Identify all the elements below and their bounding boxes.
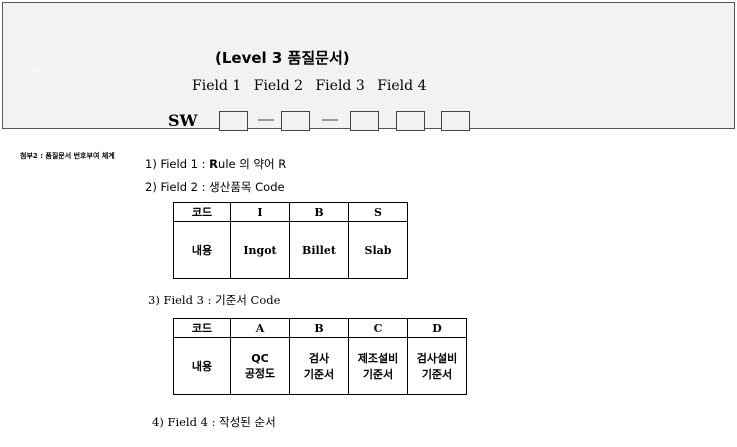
product-code-table: 코드 I B S 내용 Ingot Billet Slab xyxy=(173,202,408,279)
code-cell: S xyxy=(348,202,408,222)
row-label-cell: 내용 xyxy=(173,337,231,395)
content-cell: Slab xyxy=(348,221,408,279)
content-line-2: 기준서 xyxy=(303,368,335,381)
content-line-1: 제조설비 xyxy=(357,352,399,365)
content-line-1: 검사 xyxy=(308,352,330,365)
sw-prefix-label: SW xyxy=(168,111,198,130)
content-cell: Billet xyxy=(289,221,349,279)
field-1-label: Field 1 xyxy=(192,78,242,94)
field-3-label: Field 3 xyxy=(315,78,365,94)
field-3-box xyxy=(350,111,379,131)
code-cell: A xyxy=(230,318,290,338)
table-row: 코드 A B C D xyxy=(173,318,467,338)
header-label-cell: 코드 xyxy=(173,202,231,222)
content-line-2: 기준서 xyxy=(362,368,394,381)
code-cell: I xyxy=(230,202,290,222)
field-1-rest: ule 의 약어 R xyxy=(218,157,287,171)
field-2-description: 2) Field 2 : 생산품목 Code xyxy=(145,180,285,194)
field-labels: Field 1 Field 2 Field 3 Field 4 xyxy=(192,78,434,94)
separator-dash xyxy=(258,119,274,121)
code-cell: D xyxy=(407,318,467,338)
field-2-label: Field 2 xyxy=(253,78,304,94)
content-line-2: 기준서 xyxy=(421,368,453,381)
content-cell: Ingot xyxy=(230,221,290,279)
table-row: 내용 Ingot Billet Slab xyxy=(173,221,408,279)
section-label: 7. 첨부 xyxy=(23,67,42,74)
field-2-box xyxy=(281,111,310,131)
field-4-label: Field 4 xyxy=(377,78,427,94)
field-1-box xyxy=(219,111,248,131)
code-cell: C xyxy=(348,318,408,338)
header-label-cell: 코드 xyxy=(173,318,231,338)
field-1-description: 1) Field 1 : Rule 의 약어 R xyxy=(145,156,286,172)
field-4b-box xyxy=(441,111,470,131)
table-row: 코드 I B S xyxy=(173,202,408,222)
content-line-1: QC xyxy=(251,351,269,365)
document-title: (Level 3 품질문서) xyxy=(215,49,350,67)
document-header: 7. 첨부 (Level 3 품질문서) Field 1 Field 2 Fie… xyxy=(2,2,735,131)
code-cell: B xyxy=(289,318,349,338)
row-label-cell: 내용 xyxy=(173,221,231,279)
field-4-description: 4) Field 4 : 작성된 순서 xyxy=(152,415,276,429)
code-cell: B xyxy=(289,202,349,222)
attachment-label: 첨부2 : 품질문서 번호부여 체계 xyxy=(20,152,115,160)
content-line-2: 공정도 xyxy=(244,366,276,380)
field-4a-box xyxy=(396,111,425,131)
field-1-prefix: 1) Field 1 : xyxy=(145,157,210,171)
field-3-description: 3) Field 3 : 기준서 Code xyxy=(148,293,281,307)
separator-dash xyxy=(322,119,338,121)
content-line-1: 검사설비 xyxy=(416,352,458,365)
field-1-bold-letter: R xyxy=(209,157,219,171)
